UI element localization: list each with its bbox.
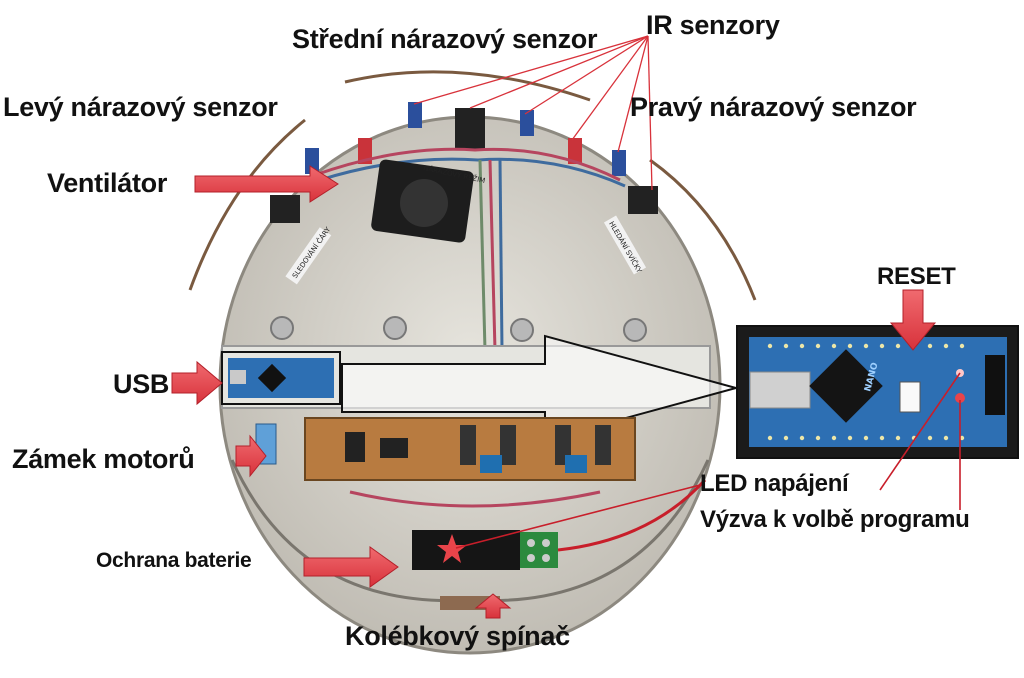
- reset-button-large: [899, 381, 921, 413]
- motor-driver-board: [304, 417, 636, 481]
- wiring-harness: [314, 147, 626, 351]
- led-power-line: [879, 372, 961, 491]
- ir-sensors-label: IR senzory: [646, 10, 780, 40]
- screw: [510, 318, 534, 342]
- icsp-header: [985, 355, 1005, 415]
- ir-callout-lines: [413, 35, 653, 191]
- left-bumper-switch: [270, 195, 300, 223]
- screw: [383, 316, 407, 340]
- usb-port-large: [749, 371, 811, 409]
- program-prompt-label: Výzva k volbě programu: [700, 506, 970, 533]
- arduino-zoom-inset: [736, 325, 1019, 459]
- fan-arrow: [194, 165, 339, 203]
- right-bumper-switch: [628, 186, 658, 214]
- screw: [623, 318, 647, 342]
- battery-protection-label: Ochrana baterie: [96, 549, 252, 572]
- right-sticker: [603, 215, 647, 275]
- ir-sensor: [358, 138, 372, 164]
- arduino-pin-rows: [767, 343, 965, 441]
- rocker-switch-arrow: [474, 593, 512, 619]
- led-star-marker: [437, 534, 467, 563]
- arduino-frame: [221, 351, 341, 405]
- reset-label: RESET: [877, 263, 956, 290]
- left-sticker: [285, 227, 332, 285]
- middle-bumper-switch: [455, 108, 485, 150]
- usb-label: USB: [113, 369, 170, 399]
- motor-lock-label: Zámek motorů: [12, 444, 195, 474]
- ir-sensor: [520, 110, 534, 136]
- fan-label: Ventilátor: [47, 168, 168, 198]
- battery-arrow: [303, 546, 399, 588]
- ir-sensor: [408, 102, 422, 128]
- ir-sensor-row: [270, 102, 658, 223]
- fan: [371, 159, 474, 243]
- left-bumper-label: Levý nárazový senzor: [3, 92, 278, 122]
- motor-lock-arrow: [235, 434, 267, 478]
- reset-arrow: [889, 289, 937, 351]
- callout-arrows: [171, 165, 937, 619]
- arduino-small-chip: [257, 363, 287, 393]
- right-bumper-label: Pravý nárazový senzor: [630, 92, 917, 122]
- rocker-switch-label: Kolébkový spínač: [345, 621, 570, 651]
- atmega-chip: [809, 349, 883, 423]
- led-program: [955, 393, 965, 403]
- ir-sensor: [612, 150, 626, 176]
- screw: [270, 316, 294, 340]
- middle-bumper-label: Střední nárazový senzor: [292, 24, 598, 54]
- usb-arrow: [171, 360, 223, 406]
- zoom-arrow: [341, 334, 740, 442]
- ir-sensor: [568, 138, 582, 164]
- ir-sensor: [305, 148, 319, 174]
- mounting-screws: [270, 316, 647, 342]
- motor-wires: [349, 490, 601, 508]
- led-power-label: LED napájení: [700, 470, 849, 497]
- led-napajeni-line: [455, 484, 701, 549]
- bumper-wires: [188, 70, 757, 301]
- usb-port-small: [230, 370, 246, 384]
